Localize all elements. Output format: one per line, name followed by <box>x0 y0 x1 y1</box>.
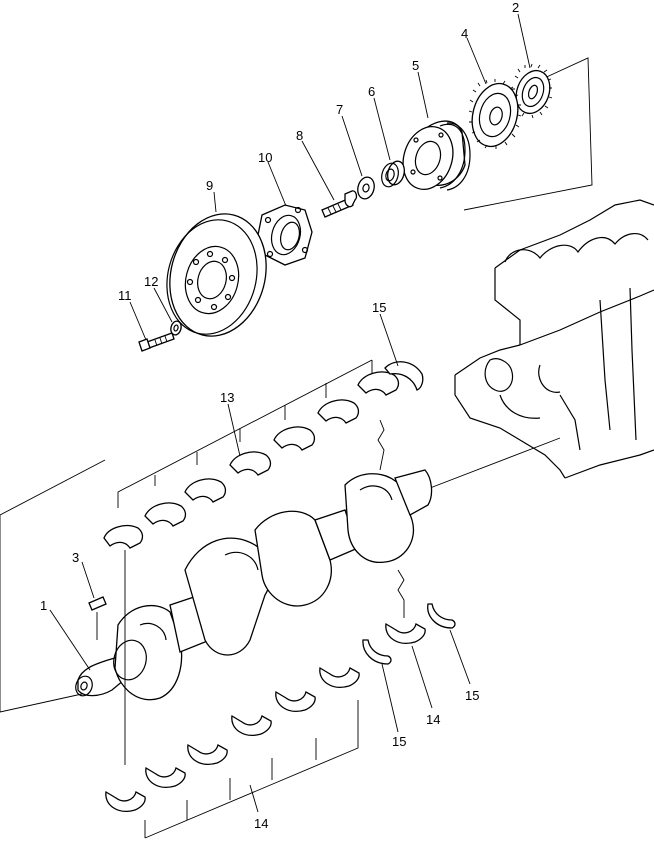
callout-numbers: 1 2 3 4 5 6 7 8 9 10 11 12 13 15 15 14 1… <box>40 0 519 831</box>
part-4-crank-gear <box>468 79 522 149</box>
bracket-upper-right <box>463 57 593 211</box>
part-9-damper-pulley <box>166 213 267 337</box>
callout-14-lower-right: 14 <box>426 712 440 727</box>
lower-thrust-washer-right <box>427 603 456 629</box>
upper-thrust-washer <box>384 361 424 391</box>
callout-14-lower: 14 <box>254 816 268 831</box>
callout-13: 13 <box>220 390 234 405</box>
callout-6: 6 <box>368 84 375 99</box>
callout-9: 9 <box>206 178 213 193</box>
lower-thrust-washer-left <box>362 639 392 665</box>
part-6-collar <box>381 160 405 188</box>
callout-7: 7 <box>336 102 343 117</box>
callout-8: 8 <box>296 128 303 143</box>
callout-leaders <box>49 13 531 813</box>
callout-10: 10 <box>258 150 272 165</box>
part-1-crankshaft <box>0 459 433 713</box>
part-10-hub <box>257 204 313 266</box>
callout-5: 5 <box>412 58 419 73</box>
callout-12: 12 <box>144 274 158 289</box>
part-11-bolt <box>138 332 175 352</box>
lower-bearing-shells <box>105 622 426 812</box>
callout-11: 11 <box>118 288 132 303</box>
bracket-lower-shells <box>124 550 359 839</box>
callout-3: 3 <box>72 550 79 565</box>
upper-bearing-shells <box>103 371 400 549</box>
part-3-pin <box>88 596 107 640</box>
leader-upper-to-crank <box>377 419 385 471</box>
leader-lower-to-crank <box>397 569 405 618</box>
callout-15-upper: 15 <box>372 300 386 315</box>
engine-block <box>454 199 654 479</box>
leader-centerline-top <box>429 437 561 489</box>
callout-1: 1 <box>40 598 47 613</box>
callout-15-lower-right: 15 <box>465 688 479 703</box>
part-7-washer <box>357 176 375 200</box>
part-5-flange <box>402 120 471 191</box>
callout-2: 2 <box>512 0 519 15</box>
part-12-washer <box>170 320 182 336</box>
part-8-bolt <box>321 190 358 218</box>
callout-15-lower-left: 15 <box>392 734 406 749</box>
part-2-small-gear <box>511 63 553 119</box>
callout-4: 4 <box>461 26 468 41</box>
bracket-upper-shells <box>117 359 373 508</box>
